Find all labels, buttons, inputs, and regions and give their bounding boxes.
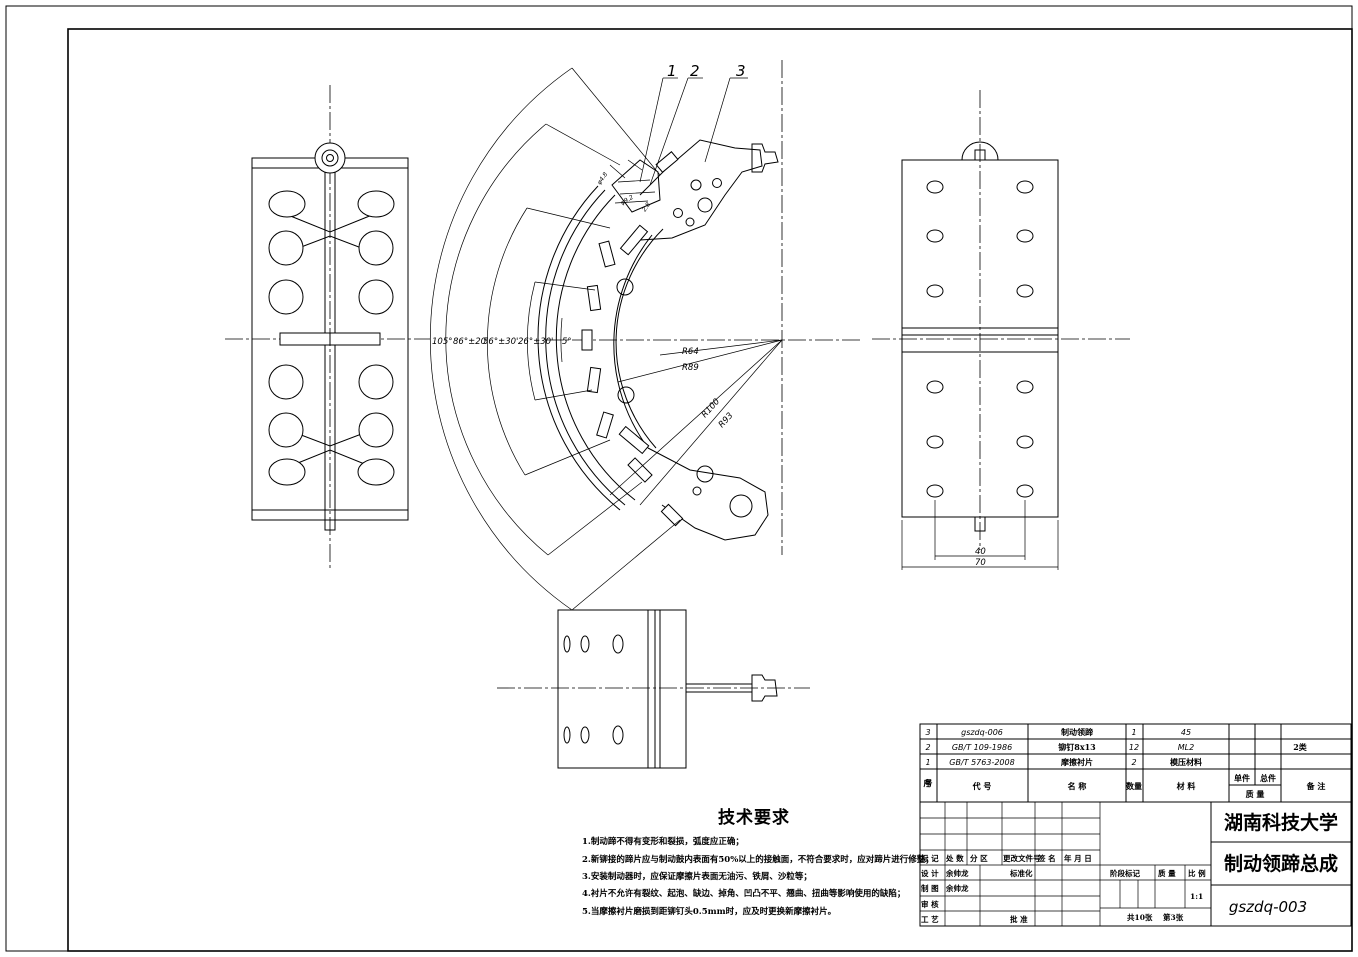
rev-header-zone: 分 区 <box>970 853 988 863</box>
bom-row-1-name: 摩擦衬片 <box>1060 757 1093 767</box>
bom-row-3-no: 3 <box>925 728 930 737</box>
dim-width-40: 40 <box>975 547 986 557</box>
rev-header-count: 处 数 <box>945 853 964 863</box>
bom-header-qty: 数量 <box>1126 781 1142 791</box>
radius-r64: R64 <box>682 347 699 357</box>
bom-header-material: 材 料 <box>1177 781 1196 791</box>
callout-3: 3 <box>736 62 746 80</box>
bom-row-2-note: 2类 <box>1293 742 1307 752</box>
bom-header-unit: 单件 <box>1234 773 1250 783</box>
inner-frame <box>67 28 1353 952</box>
rev-header-sign: 签 名 <box>1037 853 1056 863</box>
standardize-label: 标准化 <box>1009 868 1033 878</box>
drawing-name: 制动领蹄总成 <box>1224 852 1338 875</box>
design-label: 设 计 <box>921 868 939 878</box>
process-label: 工 艺 <box>921 914 939 924</box>
bom-row-3-qty: 1 <box>1131 728 1136 737</box>
bom-header-name: 名 称 <box>1068 781 1087 791</box>
radius-r93: R93 <box>717 411 736 430</box>
bom-row-3-code: gszdq-006 <box>961 728 1003 737</box>
draw-label: 制 图 <box>921 883 939 893</box>
bom-table <box>919 723 1352 803</box>
right-view: 40 70 <box>872 90 1130 570</box>
bom-header-code: 代 号 <box>972 781 992 791</box>
requirement-item-4: 4.衬片不允许有裂纹、起泡、缺边、掉角、凹凸不平、翘曲、扭曲等影响使用的缺陷； <box>582 889 906 899</box>
rivet-section-detail <box>609 159 661 213</box>
angle-label-86: 86°±20' <box>453 337 488 347</box>
bom-header-total: 总件 <box>1260 773 1276 783</box>
radius-lines <box>609 339 783 506</box>
callout-leaders <box>639 77 748 186</box>
bottom-view <box>497 609 810 769</box>
title-block-text: 标 记 处 数 分 区 更改文件号 签 名 年 月 日 设 计 余帅龙 标准化 … <box>920 853 1206 924</box>
callout-1: 1 <box>667 62 677 80</box>
bom-row-1-qty: 2 <box>1131 758 1136 767</box>
title-block-grid <box>919 801 1352 927</box>
drawing-number: gszdq-003 <box>1229 898 1307 916</box>
bom-row-3-material: 45 <box>1181 728 1191 737</box>
angle-label-26: 26°±30' <box>518 337 553 347</box>
radius-r100: R100 <box>700 397 722 420</box>
rev-header-mark: 标 记 <box>920 853 939 863</box>
bom-rows: 3 gszdq-006 制动领蹄 1 45 2 GB/T 109-1986 铆钉… <box>925 727 1306 767</box>
bom-row-1-code: GB/T 5763-2008 <box>949 758 1014 767</box>
scale-value: 1:1 <box>1190 892 1203 901</box>
rev-header-date: 年 月 日 <box>1064 853 1092 863</box>
stage-label: 阶段标记 <box>1110 868 1140 878</box>
angle-label-56: 56°±30' <box>483 337 518 347</box>
callout-2: 2 <box>690 62 700 80</box>
bom-header-mass: 质 量 <box>1246 789 1265 799</box>
bom-row-3-name: 制动领蹄 <box>1061 727 1093 737</box>
outer-border <box>5 5 1353 952</box>
angle-label-105: 105° <box>432 337 452 347</box>
review-label: 审 核 <box>921 899 939 909</box>
bom-row-1-material: 模压材料 <box>1170 757 1202 767</box>
requirement-item-1: 1.制动蹄不得有变形和裂损，弧度应正确； <box>582 837 744 847</box>
bom-row-2-code: GB/T 109-1986 <box>952 743 1012 752</box>
requirement-item-5: 5.当摩擦衬片磨损到距铆钉头0.5mm时，应及时更换新摩擦衬片。 <box>582 907 837 917</box>
sheet-no: 第3张 <box>1163 912 1184 922</box>
bom-row-2-qty: 12 <box>1129 743 1139 752</box>
scale-label: 比 例 <box>1188 868 1206 878</box>
requirement-item-2: 2.新铆接的蹄片应与制动鼓内表面有50%以上的接触面，不符合要求时，应对蹄片进行… <box>582 855 934 865</box>
radius-r89: R89 <box>682 363 699 373</box>
mass-label: 质 量 <box>1158 868 1176 878</box>
approve-label: 批 准 <box>1010 914 1028 924</box>
requirements-title: 技术要求 <box>718 808 790 828</box>
left-view <box>225 85 430 570</box>
center-view: 1 2 3 105° 86°±20' 56°±30' 26°±30' 5° R6… <box>430 60 860 611</box>
bom-row-2-material: ML2 <box>1178 743 1194 752</box>
design-name: 余帅龙 <box>945 868 969 878</box>
dim-width-70: 70 <box>975 558 986 568</box>
bom-row-2-name: 铆钉8x13 <box>1058 742 1096 752</box>
rev-header-file: 更改文件号 <box>1003 853 1041 863</box>
angle-label-5: 5° <box>562 337 572 347</box>
sheets-total: 共10张 <box>1127 912 1153 922</box>
bom-header: 序号 代 号 名 称 数量 材 料 单件 总件 质 量 备 注 <box>924 773 1326 799</box>
bom-header-no: 序号 <box>924 778 933 788</box>
bom-row-2-no: 2 <box>925 743 930 752</box>
bom-header-note: 备 注 <box>1306 781 1326 791</box>
detail-label-3: 2.8 <box>641 201 652 213</box>
school-name: 湖南科技大学 <box>1224 811 1338 834</box>
requirement-item-3: 3.安装制动器时，应保证摩擦片表面无油污、铁屑、沙粒等； <box>582 872 812 882</box>
detail-label-1: φ4.8 <box>596 171 610 186</box>
draw-name: 余帅龙 <box>945 883 969 893</box>
bom-row-1-no: 1 <box>925 758 930 767</box>
